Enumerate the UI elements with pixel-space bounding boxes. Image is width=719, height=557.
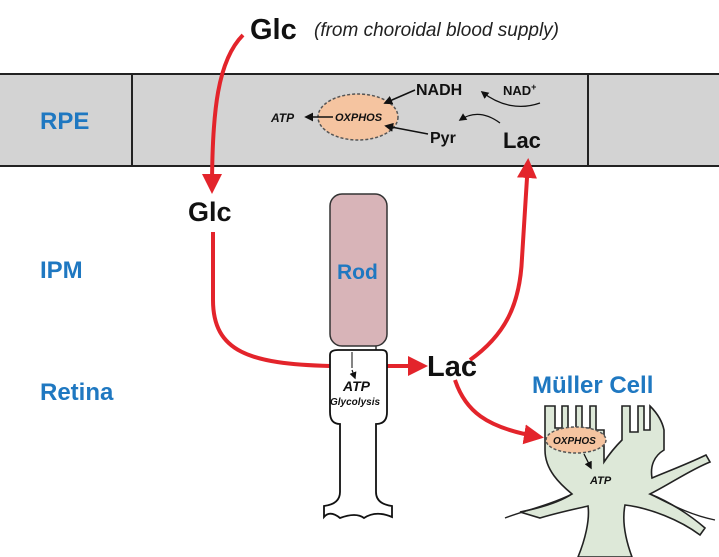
layer-label-ipm: IPM xyxy=(40,257,83,284)
rod-label: Rod xyxy=(337,261,378,284)
rod-atp-label: ATP xyxy=(342,378,371,394)
muller-atp-label: ATP xyxy=(589,475,612,487)
rpe-pyr-arrow xyxy=(384,122,429,135)
lac-to-muller-arrow xyxy=(453,379,544,445)
rpe-pyr-label: Pyr xyxy=(430,130,456,147)
lac-to-rpe-arrow xyxy=(468,158,537,362)
glc-ipm-label: Glc xyxy=(188,197,232,227)
rpe-lac-label: Lac xyxy=(503,128,541,153)
glc-to-photoreceptor-arrow xyxy=(211,232,428,376)
rpe-atp-label: ATP xyxy=(270,111,295,125)
glc-into-rpe-arrow xyxy=(202,33,245,194)
rpe-nad-nadh-exchange-arrow xyxy=(480,91,541,108)
rpe-oxphos-label: OXPHOS xyxy=(335,112,383,124)
rod-atp-arrow xyxy=(349,369,357,380)
layer-label-rpe: RPE xyxy=(40,108,89,135)
rpe-nadh-arrow xyxy=(383,89,416,105)
rpe-nad-label: NAD+ xyxy=(503,82,536,98)
glc-top-label: Glc xyxy=(250,14,297,46)
muller-cell-body xyxy=(519,404,712,557)
layer-label-retina: Retina xyxy=(40,379,114,406)
muller-process-right xyxy=(649,493,716,521)
muller-cell-title: Müller Cell xyxy=(532,372,653,399)
rpe-lac-to-pyr-arrow xyxy=(458,113,501,124)
rod-glycolysis-label: Glycolysis xyxy=(330,397,380,408)
lac-retina-label: Lac xyxy=(427,351,477,383)
muller-mitochondrion xyxy=(545,426,607,454)
muller-process-left xyxy=(504,493,573,519)
choroid-source-note: (from choroidal blood supply) xyxy=(314,20,559,41)
rod-cell-body xyxy=(323,349,393,520)
rpe-nadh-label: NADH xyxy=(416,82,462,99)
muller-oxphos-label: OXPHOS xyxy=(553,436,596,447)
rod-outer-segment xyxy=(329,193,388,347)
muller-atp-arrow xyxy=(583,453,592,470)
